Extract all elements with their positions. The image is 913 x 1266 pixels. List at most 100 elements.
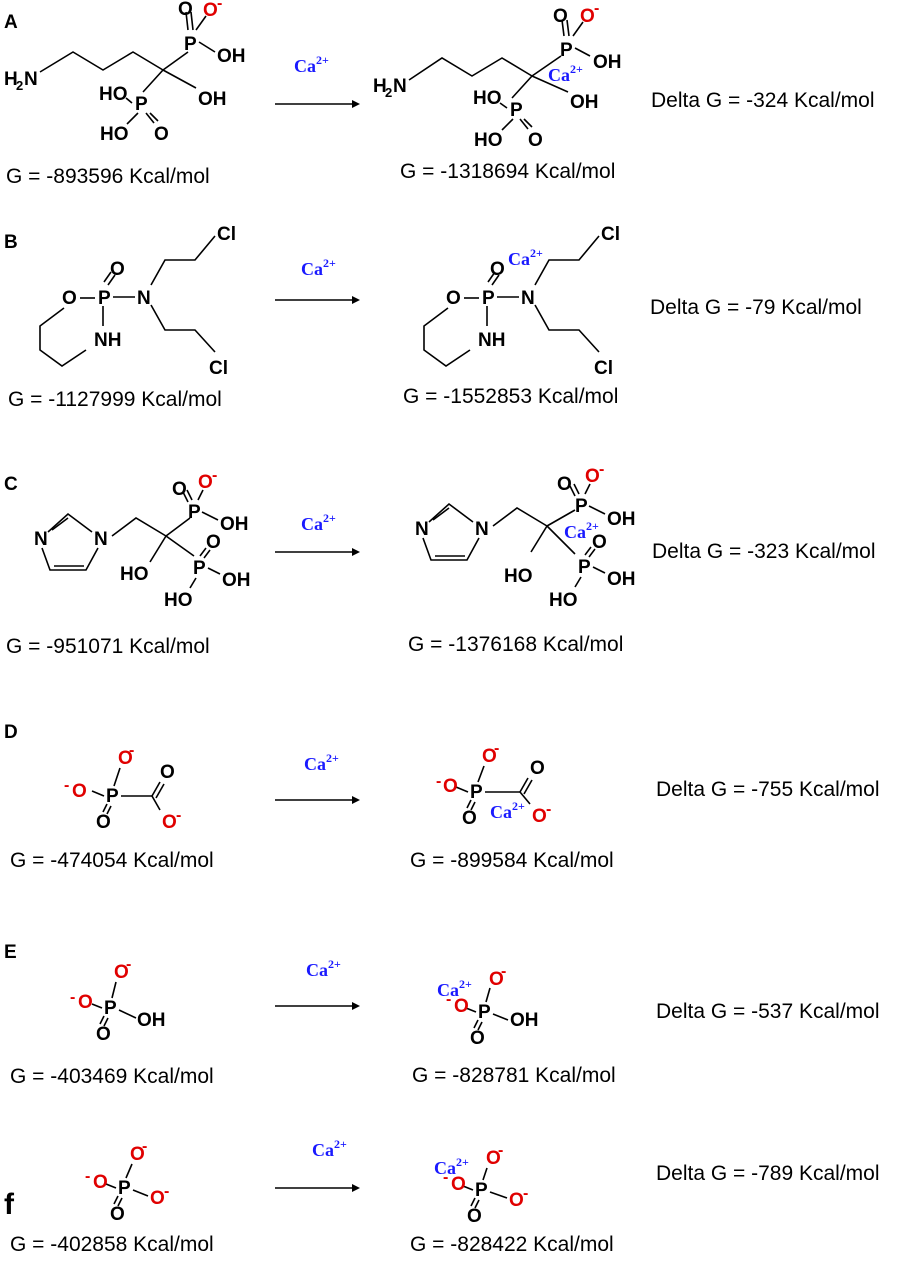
svg-text:-: - — [594, 0, 599, 17]
oxygen-anion: O — [203, 0, 218, 21]
panel-label: D — [4, 722, 18, 743]
svg-text:O: O — [206, 532, 221, 553]
svg-text:-: - — [142, 1138, 147, 1155]
svg-text:N: N — [415, 519, 429, 540]
amine-h: H — [4, 69, 18, 90]
oxygen-anion: O — [114, 962, 129, 983]
reactant-molecule: H 2 N P O O - OH OH P HO — [4, 0, 246, 145]
reactant-molecule: O - P O - O O - — [85, 1138, 169, 1225]
svg-text:HO: HO — [549, 590, 578, 611]
phosphorus-1: P — [188, 502, 201, 523]
panel-a-svg: A H 2 N P O O - OH OH P — [4, 0, 875, 188]
svg-text:O: O — [160, 762, 175, 783]
phosphorus: P — [106, 786, 119, 807]
svg-text:O: O — [490, 259, 505, 280]
svg-text:O: O — [557, 474, 572, 495]
arrowhead — [352, 100, 360, 108]
phosphorus-1: P — [575, 496, 588, 517]
product-molecule: O P O Ca2+ N NH Cl Cl — [423, 224, 620, 379]
oxygen-anion: O — [78, 992, 93, 1013]
svg-text:-: - — [70, 989, 75, 1006]
hydroxyl: HO — [99, 84, 128, 105]
svg-text:O: O — [62, 288, 77, 309]
svg-text:2: 2 — [385, 85, 392, 100]
svg-text:-: - — [599, 461, 604, 478]
bound-calcium: Ca2+ — [490, 799, 525, 822]
panel-b-svg: B O P O N NH Cl Cl G = -1127999 Kcal/mol… — [4, 224, 862, 411]
svg-text:N: N — [475, 519, 489, 540]
svg-text:-: - — [85, 1168, 90, 1185]
svg-text:OH: OH — [510, 1010, 539, 1031]
svg-text:-: - — [501, 963, 506, 980]
calcium-ion: Ca2+ — [301, 256, 336, 279]
delta-g: Delta G = -789 Kcal/mol — [656, 1162, 880, 1185]
product-molecule: Ca2+ O - P O - O O - — [434, 1142, 528, 1227]
svg-text:O: O — [110, 259, 125, 280]
svg-text:-: - — [64, 777, 69, 794]
panel-label: E — [4, 942, 17, 963]
product-energy: G = -1552853 Kcal/mol — [403, 385, 618, 408]
delta-g: Delta G = -537 Kcal/mol — [656, 1000, 880, 1023]
svg-text:O: O — [172, 479, 187, 500]
phosphorus: P — [475, 1180, 488, 1201]
svg-text:-: - — [129, 742, 134, 759]
delta-g: Delta G = -324 Kcal/mol — [651, 89, 875, 112]
bond-p-ominus — [195, 15, 207, 31]
phosphorus-2: P — [510, 100, 523, 121]
svg-text:Cl: Cl — [594, 358, 613, 379]
oxygen-anion: O — [72, 781, 87, 802]
phosphorus: P — [478, 1002, 491, 1023]
panel-d-svg: D O - P O - O O O - G = -474054 K — [4, 722, 880, 872]
calcium-ion: Ca2+ — [312, 1137, 347, 1160]
panel-d: D O - P O - O O O - G = -474054 K — [0, 700, 913, 880]
phosphorus-2: P — [193, 558, 206, 579]
carbon-chain — [39, 51, 164, 73]
product-molecule: O - P O - O O O - Ca2+ — [436, 740, 551, 829]
oxygen-anion: O — [489, 969, 504, 990]
svg-text:OH: OH — [593, 52, 622, 73]
oxygen-anion: O — [509, 1190, 524, 1211]
svg-text:O: O — [470, 1028, 485, 1049]
panel-label: f — [4, 1188, 15, 1221]
oxygen-anion: O — [532, 806, 547, 827]
svg-text:NH: NH — [478, 330, 505, 351]
oxygen-anion: O — [451, 1174, 466, 1195]
delta-g: Delta G = -755 Kcal/mol — [656, 778, 880, 801]
svg-text:HO: HO — [120, 564, 149, 585]
amine-h: H — [373, 76, 387, 97]
panel-label: C — [4, 474, 18, 495]
oxygen-anion: O — [93, 1172, 108, 1193]
reactant-energy: G = -951071 Kcal/mol — [6, 635, 210, 658]
product-energy: G = -1376168 Kcal/mol — [408, 633, 623, 656]
svg-text:-: - — [164, 1183, 169, 1200]
svg-text:O: O — [110, 1204, 125, 1225]
svg-text:O: O — [96, 812, 111, 833]
reactant-molecule: O - P O - O OH — [70, 956, 166, 1045]
reactant-energy: G = -402858 Kcal/mol — [10, 1233, 214, 1256]
ring-chain — [39, 307, 87, 367]
product-energy: G = -828422 Kcal/mol — [410, 1233, 614, 1256]
reactant-energy: G = -403469 Kcal/mol — [10, 1065, 214, 1088]
double-bond-p-o — [185, 11, 189, 31]
oxygen-anion: O — [486, 1148, 501, 1169]
svg-text:O: O — [467, 1206, 482, 1227]
svg-text:HO: HO — [504, 566, 533, 587]
oxygen-anion: O — [482, 746, 497, 767]
delta-g: Delta G = -323 Kcal/mol — [652, 540, 876, 563]
product-molecule: H 2 N P O O - OH Ca2+ OH P HO — [373, 0, 622, 151]
calcium-ion: Ca2+ — [294, 53, 329, 76]
svg-text:-: - — [212, 467, 217, 484]
svg-text:O: O — [592, 532, 607, 553]
oxygen-anion: O — [150, 1188, 165, 1209]
oxygen-anion: O — [198, 472, 213, 493]
reactant-molecule: O P O N NH Cl Cl — [39, 224, 236, 379]
bound-calcium: Ca2+ — [437, 977, 472, 1000]
phosphorus-1: P — [560, 40, 573, 61]
panel-a: A H 2 N P O O - OH OH P — [0, 0, 913, 200]
phosphorus: P — [118, 1178, 131, 1199]
minus-charge: - — [217, 0, 222, 12]
phosphorus: P — [470, 782, 483, 803]
svg-text:N: N — [34, 529, 48, 550]
chloroethyl-2 — [150, 304, 216, 353]
oxygen-anion: O — [443, 776, 458, 797]
